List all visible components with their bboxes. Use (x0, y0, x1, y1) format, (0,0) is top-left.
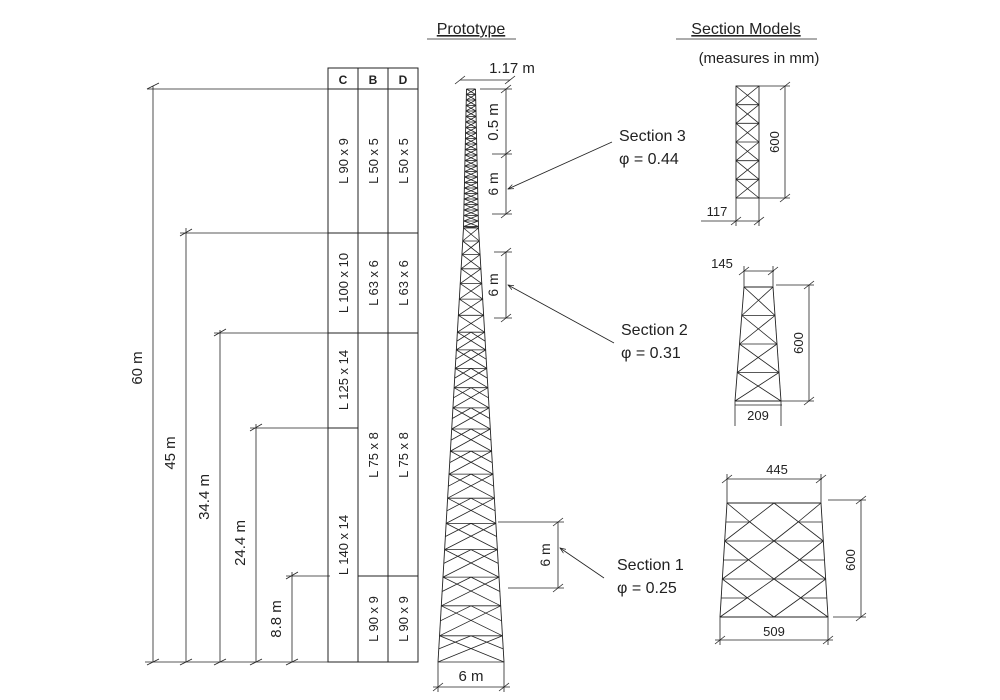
top-width-dimension: 1.17 m (454, 60, 535, 85)
table-cell: L 75 x 8 (366, 432, 381, 478)
dim-label-6m-middle: 6 m (485, 273, 501, 296)
table-cell: L 90 x 9 (366, 596, 381, 642)
table-cell: L 75 x 8 (396, 432, 411, 478)
models-subtitle: (measures in mm) (699, 50, 820, 67)
height-dim-60 (146, 82, 330, 666)
section-3-bottom-label: 117 (707, 204, 728, 219)
table-header-d: D (399, 73, 408, 87)
table-header-b: B (369, 73, 378, 87)
upper-dimensions: 0.5 m 6 m (480, 84, 512, 219)
height-dimensions: 60 m 45 m 34.4 m 24.4 m 8.8 m (129, 82, 330, 666)
base-width-label: 6 m (458, 668, 483, 685)
section-1-bottom-label: 509 (763, 624, 785, 639)
base-width-dimension: 6 m (432, 662, 510, 692)
table-cell: L 63 x 6 (396, 260, 411, 306)
table-cell: L 90 x 9 (336, 138, 351, 184)
section-3-height-label: 600 (767, 131, 782, 153)
leader-arrow-section-3 (508, 141, 613, 189)
table-cell: L 63 x 6 (366, 260, 381, 306)
profile-table: C B D L 90 x 9 L 100 x 10 L 125 x 14 L 1… (327, 67, 419, 663)
section-1-model: 445 600 509 (714, 462, 867, 645)
leader-arrow-section-1 (560, 548, 605, 579)
height-dim-8-8 (285, 571, 330, 666)
table-cell: L 125 x 14 (336, 350, 351, 410)
leader-arrow-section-2 (508, 285, 615, 344)
middle-dimension: 6 m (485, 247, 512, 323)
height-dim-34-4 (213, 328, 330, 666)
section-1-name: Section 1 (617, 557, 684, 574)
dim-label-6m-upper: 6 m (485, 172, 501, 195)
section-3-model: 600 117 (701, 81, 791, 226)
height-dim-24-4 (249, 423, 330, 666)
table-header-c: C (339, 73, 348, 87)
section-2-top-label: 145 (711, 256, 733, 271)
section-1-height-label: 600 (843, 549, 858, 571)
section-3-name: Section 3 (619, 128, 686, 145)
section-2-bottom-label: 209 (747, 408, 769, 423)
table-cell: L 90 x 9 (396, 596, 411, 642)
section-labels: Section 3 φ = 0.44 Section 2 φ = 0.31 Se… (617, 128, 688, 597)
height-label-8-8: 8.8 m (268, 600, 285, 638)
prototype-title: Prototype (437, 21, 506, 38)
section-models: Section Models (measures in mm) 600 117 (676, 21, 867, 645)
section-2-height-label: 600 (791, 332, 806, 354)
tower-lattice (437, 88, 505, 663)
section-2-phi: φ = 0.31 (621, 345, 681, 362)
dim-label-0-5m: 0.5 m (485, 103, 502, 141)
table-cell: L 100 x 10 (336, 253, 351, 313)
dim-label-6m-lower: 6 m (537, 543, 553, 566)
section-3-phi: φ = 0.44 (619, 151, 679, 168)
height-label-45: 45 m (162, 436, 179, 469)
table-cell: L 50 x 5 (396, 138, 411, 184)
section-1-top-label: 445 (766, 462, 788, 477)
height-label-60: 60 m (129, 351, 146, 384)
height-label-34-4: 34.4 m (196, 474, 213, 520)
top-width-label: 1.17 m (489, 60, 535, 77)
models-title: Section Models (691, 21, 800, 38)
section-2-model: 145 600 209 (711, 256, 815, 426)
table-cell: L 50 x 5 (366, 138, 381, 184)
lower-dimension: 6 m (498, 517, 564, 593)
section-1-phi: φ = 0.25 (617, 580, 677, 597)
section-2-name: Section 2 (621, 322, 688, 339)
height-dim-45 (179, 228, 330, 666)
table-cell: L 140 x 14 (336, 515, 351, 575)
height-label-24-4: 24.4 m (232, 520, 249, 566)
prototype-tower: Prototype 1.17 m 0.5 m 6 m (427, 21, 615, 692)
